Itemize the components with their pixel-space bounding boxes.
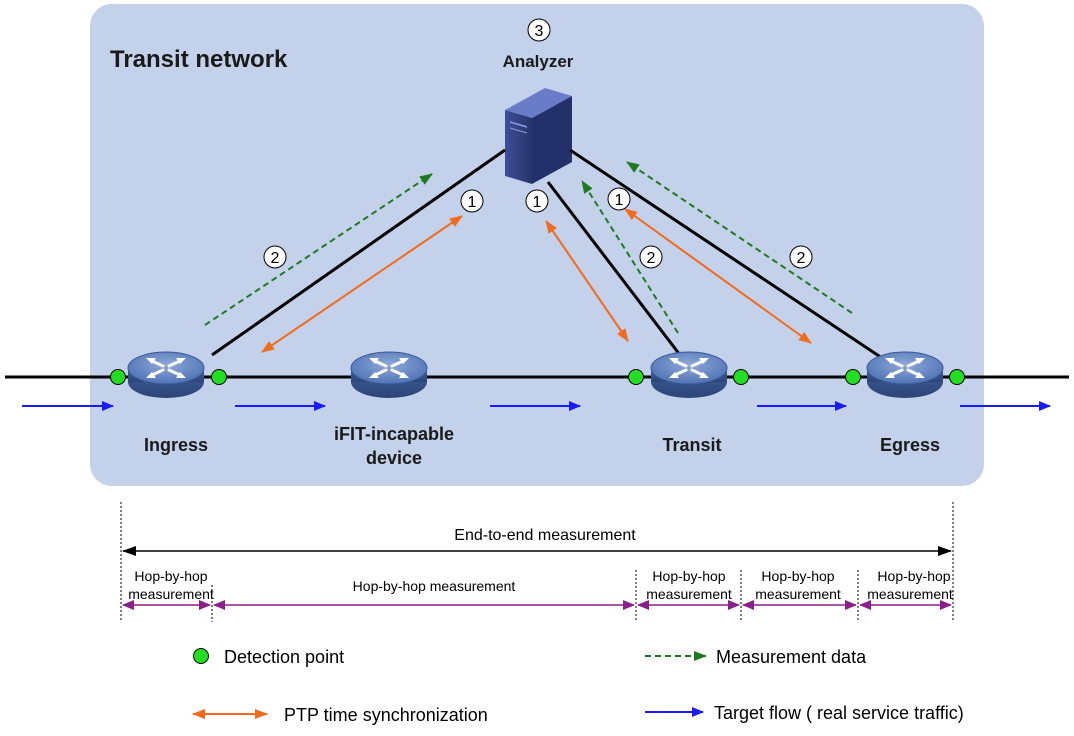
hop-label-5: Hop-by-hop [877, 568, 950, 584]
device-label-ingress: Ingress [144, 435, 208, 455]
svg-text:1: 1 [533, 194, 542, 211]
incapable-router-icon [349, 350, 429, 400]
svg-text:2: 2 [271, 250, 280, 267]
hop-label-1: measurement [128, 586, 214, 602]
svg-text:1: 1 [615, 192, 624, 209]
legend-measurement-data-label: Measurement data [716, 647, 867, 667]
hop-label-3: Hop-by-hop [652, 568, 725, 584]
device-label-egress: Egress [880, 435, 940, 455]
legend: Detection point Measurement data PTP tim… [192, 647, 964, 725]
egress-router-icon [865, 350, 945, 400]
ingress-router-icon [126, 350, 206, 400]
hop-label-2: Hop-by-hop measurement [353, 578, 516, 594]
hop-label-4: measurement [755, 586, 841, 602]
step-marker-ptp: 1 [460, 189, 484, 213]
step-marker-data: 2 [789, 245, 813, 269]
svg-text:2: 2 [647, 250, 656, 267]
legend-detection-point-icon [193, 648, 209, 664]
hop-label-1: Hop-by-hop [134, 568, 207, 584]
hop-label-3: measurement [646, 586, 732, 602]
legend-detection-point-label: Detection point [224, 647, 344, 667]
step-marker-analyzer: 3 [527, 18, 551, 42]
svg-text:3: 3 [535, 23, 544, 40]
end-to-end-label: End-to-end measurement [454, 527, 636, 544]
step-marker-ptp: 1 [525, 189, 549, 213]
analyzer-server-icon [505, 88, 572, 184]
detection-points [110, 369, 965, 385]
step-marker-data: 2 [639, 245, 663, 269]
measurement-boundaries [120, 502, 954, 622]
svg-text:1: 1 [468, 194, 477, 211]
device-label-transit: Transit [662, 435, 721, 455]
device-label-incapable: iFIT-incapable [334, 424, 454, 444]
legend-target-flow-label: Target flow ( real service traffic) [714, 703, 964, 723]
step-marker-ptp: 1 [607, 187, 631, 211]
step-marker-data: 2 [263, 245, 287, 269]
legend-ptp-label: PTP time synchronization [284, 705, 488, 725]
analyzer-label: Analyzer [503, 52, 574, 71]
ptp-sync-arrows [261, 208, 812, 353]
device-label-incapable: device [366, 448, 422, 468]
hop-label-5: measurement [867, 586, 953, 602]
hop-label-4: Hop-by-hop [761, 568, 834, 584]
region-title: Transit network [110, 46, 288, 73]
transit-router-icon [649, 350, 729, 400]
svg-text:2: 2 [797, 250, 806, 267]
transit-network-region [90, 4, 984, 486]
